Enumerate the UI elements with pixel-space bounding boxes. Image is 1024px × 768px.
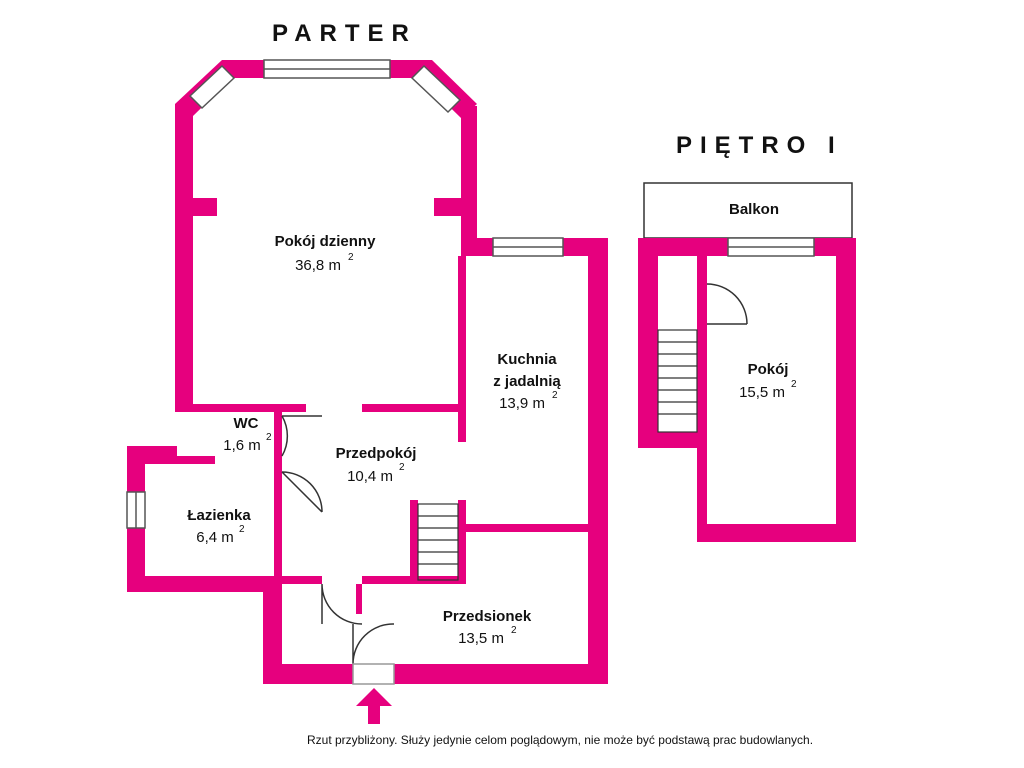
room-area-hall: 10,4 m bbox=[347, 468, 393, 485]
pilaster-right bbox=[434, 198, 461, 216]
ground-doors bbox=[281, 415, 395, 685]
entrance-arrow-icon bbox=[356, 688, 392, 724]
area-exp-hall: 2 bbox=[399, 462, 405, 473]
room-name-bathroom: Łazienka bbox=[187, 507, 251, 524]
wall-stair-bottom bbox=[638, 432, 707, 448]
door-bathroom bbox=[281, 471, 323, 513]
disclaimer-note: Rzut przybliżony. Służy jedynie celom po… bbox=[307, 733, 813, 747]
room-name-hall: Przedpokój bbox=[336, 445, 417, 462]
wall-kitchen-bottom bbox=[466, 524, 588, 532]
area-exp-room: 2 bbox=[791, 379, 797, 390]
area-exp-living: 2 bbox=[348, 252, 354, 263]
door-entrance bbox=[352, 623, 395, 665]
room-area-living: 36,8 m bbox=[295, 257, 341, 274]
area-exp-vestibule: 2 bbox=[511, 625, 517, 636]
room-name-wc: WC bbox=[234, 415, 259, 432]
ground-stairs bbox=[417, 503, 459, 581]
wall-kitchen-top-a bbox=[461, 238, 493, 256]
wall-first-top-a bbox=[638, 238, 728, 256]
area-exp-wc: 2 bbox=[266, 432, 272, 443]
wall-stair-left bbox=[410, 500, 418, 584]
wall-kitchen-left bbox=[458, 256, 466, 442]
wall-bath-bottom bbox=[127, 576, 282, 592]
wall-bath-right bbox=[274, 464, 282, 576]
wall-vest-top-b bbox=[362, 576, 458, 584]
window-bay-left bbox=[188, 64, 236, 110]
first-floor bbox=[638, 238, 856, 542]
first-windows bbox=[727, 237, 815, 257]
wall-wc-bottom bbox=[175, 456, 215, 464]
room-name-balcony: Balkon bbox=[729, 201, 779, 218]
wall-vest-top-a bbox=[282, 576, 322, 584]
wall-vest-bottom-b bbox=[394, 664, 608, 684]
wall-first-right bbox=[836, 238, 856, 542]
ground-windows bbox=[126, 59, 564, 529]
room-name-kitchen-2: z jadalnią bbox=[493, 373, 561, 390]
room-name-room: Pokój bbox=[748, 361, 789, 378]
room-area-bathroom: 6,4 m bbox=[196, 529, 234, 546]
wall-first-left bbox=[638, 238, 658, 448]
wall-vest-left bbox=[263, 576, 282, 684]
title-ground: PARTER bbox=[272, 20, 417, 47]
room-name-living: Pokój dzienny bbox=[275, 233, 377, 250]
area-exp-kitchen: 2 bbox=[552, 390, 558, 401]
first-stairs bbox=[657, 329, 698, 433]
door-wc bbox=[281, 415, 322, 457]
wall-first-inner bbox=[697, 256, 707, 542]
wall-partition-a bbox=[193, 404, 306, 412]
balcony bbox=[643, 182, 853, 239]
wall-vest-divider bbox=[356, 584, 362, 614]
wall-kitchen-right bbox=[588, 238, 608, 684]
room-area-room: 15,5 m bbox=[739, 384, 785, 401]
door-threshold bbox=[352, 663, 395, 685]
pilaster-left bbox=[193, 198, 217, 216]
window-bay-right bbox=[410, 64, 462, 114]
ground-floor bbox=[127, 60, 608, 684]
wall-wc-right bbox=[274, 412, 282, 464]
title-first: PIĘTRO I bbox=[676, 132, 843, 159]
wall-living-right bbox=[461, 106, 477, 242]
door-first bbox=[706, 283, 748, 325]
room-name-kitchen-1: Kuchnia bbox=[497, 351, 557, 368]
room-area-wc: 1,6 m bbox=[223, 437, 261, 454]
room-area-kitchen: 13,9 m bbox=[499, 395, 545, 412]
wall-top-left bbox=[222, 60, 264, 78]
wall-vest-bottom-a bbox=[263, 664, 353, 684]
wall-first-bottom bbox=[697, 524, 856, 542]
wall-stair-right bbox=[458, 500, 466, 584]
room-name-vestibule: Przedsionek bbox=[443, 608, 532, 625]
wall-partition-b bbox=[362, 404, 458, 412]
room-area-vestibule: 13,5 m bbox=[458, 630, 504, 647]
area-exp-bathroom: 2 bbox=[239, 524, 245, 535]
door-vestibule bbox=[321, 583, 363, 625]
wall-living-left bbox=[175, 98, 193, 412]
